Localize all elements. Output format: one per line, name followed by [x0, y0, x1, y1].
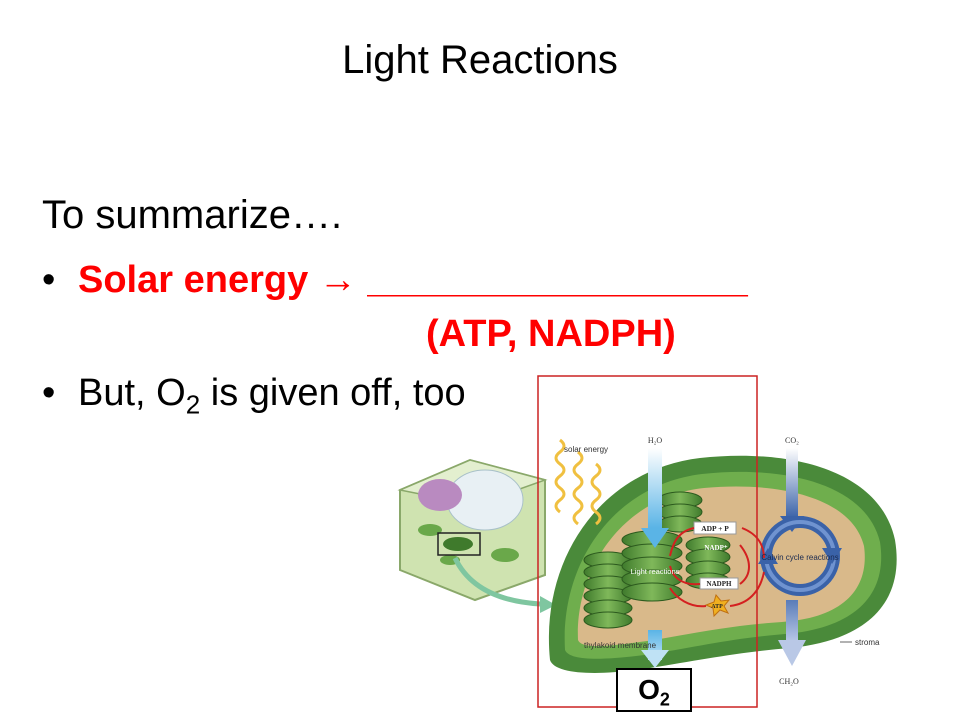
- h2o-label: H₂O: [648, 436, 663, 445]
- co2-label: CO₂: [785, 436, 799, 445]
- nadph-label: NADPH: [707, 580, 732, 588]
- oxygen-prefix: But, O: [78, 372, 186, 414]
- oxygen-output-arrow-head: [641, 650, 669, 668]
- bullet-dot: •: [42, 259, 56, 301]
- answer-blank: __________________: [367, 259, 748, 301]
- stroma-label: stroma: [855, 638, 880, 647]
- atp-star-icon: [704, 593, 731, 618]
- bullet-oxygen: • But, O2 is given off, too: [42, 372, 466, 421]
- calvin-cycle-label: Calvin cycle reactions: [761, 553, 838, 562]
- answer-text: (ATP, NADPH): [426, 313, 676, 355]
- arrow-right-icon: →: [318, 259, 357, 301]
- oxygen-base: O: [638, 674, 660, 705]
- adp-p-label: ADP + P: [701, 524, 729, 533]
- zoom-arrow: [452, 556, 541, 607]
- water-input-arrow-head: [641, 528, 669, 548]
- bullet-solar-energy: • Solar energy → __________________: [42, 259, 748, 302]
- oxygen-sub: 2: [659, 689, 670, 710]
- plant-cell-illustration: [397, 458, 548, 602]
- co2-input-arrow: [786, 448, 798, 518]
- water-input-arrow: [648, 448, 662, 528]
- solar-energy-fig-label: solar energy: [564, 445, 608, 454]
- zoom-arrow-head: [540, 596, 556, 613]
- slide-title: Light Reactions: [342, 38, 618, 82]
- sugar-output-arrow-head: [778, 640, 806, 666]
- oxygen-output-label: O2: [616, 668, 692, 712]
- light-reactions-label: Light reactions: [631, 567, 680, 576]
- nadp-label: NADP⁺: [704, 544, 727, 552]
- solar-energy-waves: [554, 438, 602, 526]
- thylakoid-membrane-label: thylakoid membrane: [584, 641, 657, 650]
- calvin-cycle-icon: [758, 516, 842, 596]
- reaction-arrows: [669, 527, 765, 608]
- atp-label: ATP: [711, 604, 723, 610]
- oxygen-suffix: is given off, too: [200, 372, 466, 414]
- ch2o-label: CH₂O: [779, 677, 799, 686]
- bullet-dot: •: [42, 372, 56, 414]
- solar-energy-label: Solar energy: [78, 259, 309, 301]
- sugar-output-arrow: [786, 600, 798, 642]
- nadph-label-box: [699, 577, 739, 590]
- intro-text: To summarize….: [42, 193, 343, 237]
- oxygen-subscript: 2: [185, 389, 201, 420]
